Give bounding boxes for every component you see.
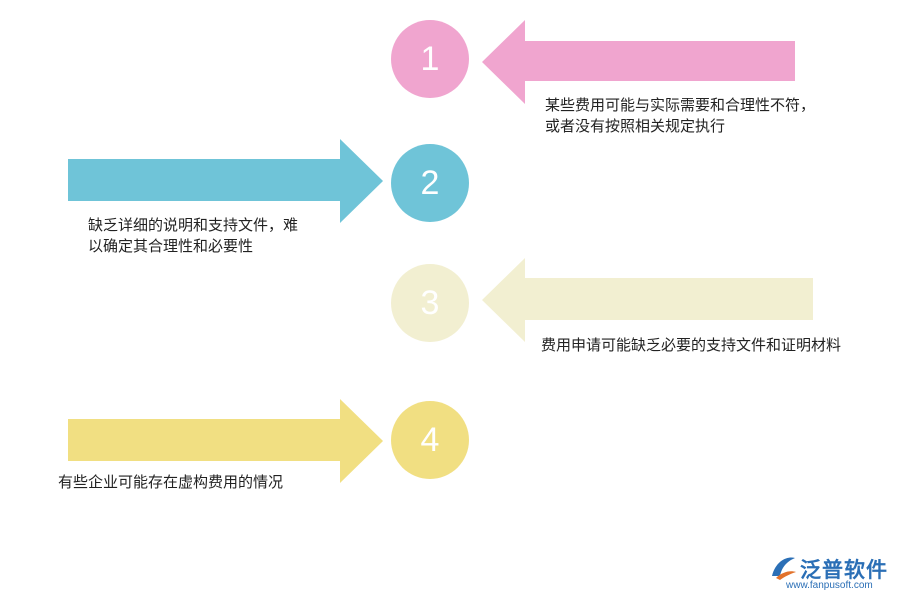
step-3-arrow — [482, 258, 813, 342]
logo-icon — [772, 557, 796, 580]
step-3-text-line1: 费用申请可能缺乏必要的支持文件和证明材料 — [541, 336, 842, 354]
step-1-description: 某些费用可能与实际需要和合理性不符， 或者没有按照相关规定执行 — [545, 95, 815, 137]
step-2-arrow-shape — [68, 139, 383, 223]
step-1-arrow-shape — [482, 20, 795, 104]
step-2-number: 2 — [420, 163, 440, 202]
step-1-text-line1: 某些费用可能与实际需要和合理性不符， — [545, 96, 816, 114]
step-3-number: 3 — [420, 283, 440, 322]
step-4-number: 4 — [420, 420, 440, 459]
step-3-circle: 3 — [391, 264, 469, 342]
step-1-number: 1 — [420, 39, 440, 78]
step-3-arrow-shape — [482, 258, 813, 342]
step-1-circle: 1 — [391, 20, 469, 98]
step-2-description: 缺乏详细的说明和支持文件，难 以确定其合理性和必要性 — [88, 215, 298, 257]
logo-name: 泛普软件 — [800, 558, 888, 582]
step-1-arrow — [482, 20, 795, 104]
logo-url: www.fanpusoft.com — [786, 580, 873, 591]
step-2-text-line2: 以确定其合理性和必要性 — [88, 237, 254, 255]
step-3-description: 费用申请可能缺乏必要的支持文件和证明材料 — [541, 335, 841, 356]
step-1-text-line2: 或者没有按照相关规定执行 — [545, 117, 726, 135]
step-2-text-line1: 缺乏详细的说明和支持文件，难 — [88, 216, 299, 234]
step-2-circle: 2 — [391, 144, 469, 222]
step-4-circle: 4 — [391, 401, 469, 479]
step-4-text-line1: 有些企业可能存在虚构费用的情况 — [58, 473, 284, 491]
step-4-arrow — [68, 399, 383, 483]
step-2-arrow — [68, 139, 383, 223]
step-4-arrow-shape — [68, 399, 383, 483]
step-4-description: 有些企业可能存在虚构费用的情况 — [58, 472, 283, 493]
brand-logo: 泛普软件 www.fanpusoft.com — [768, 548, 893, 596]
